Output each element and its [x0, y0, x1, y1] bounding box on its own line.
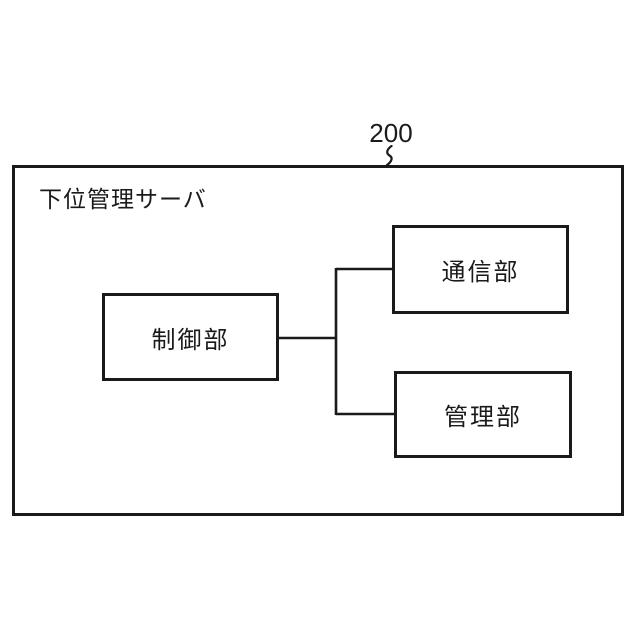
block-communication-unit-210: 通信部 [392, 225, 569, 314]
block-control-unit-label: 制御部 [151, 326, 230, 354]
block-control-unit-230: 制御部 [102, 293, 279, 381]
block-communication-unit-label: 通信部 [441, 259, 520, 286]
reference-squiggle-icon [385, 145, 393, 166]
block-management-unit-label: 管理部 [444, 404, 522, 431]
server-box-title: 下位管理サーバ [39, 186, 207, 212]
ref-label-200: 200 [369, 118, 413, 148]
block-management-unit-220: 管理部 [394, 371, 572, 458]
